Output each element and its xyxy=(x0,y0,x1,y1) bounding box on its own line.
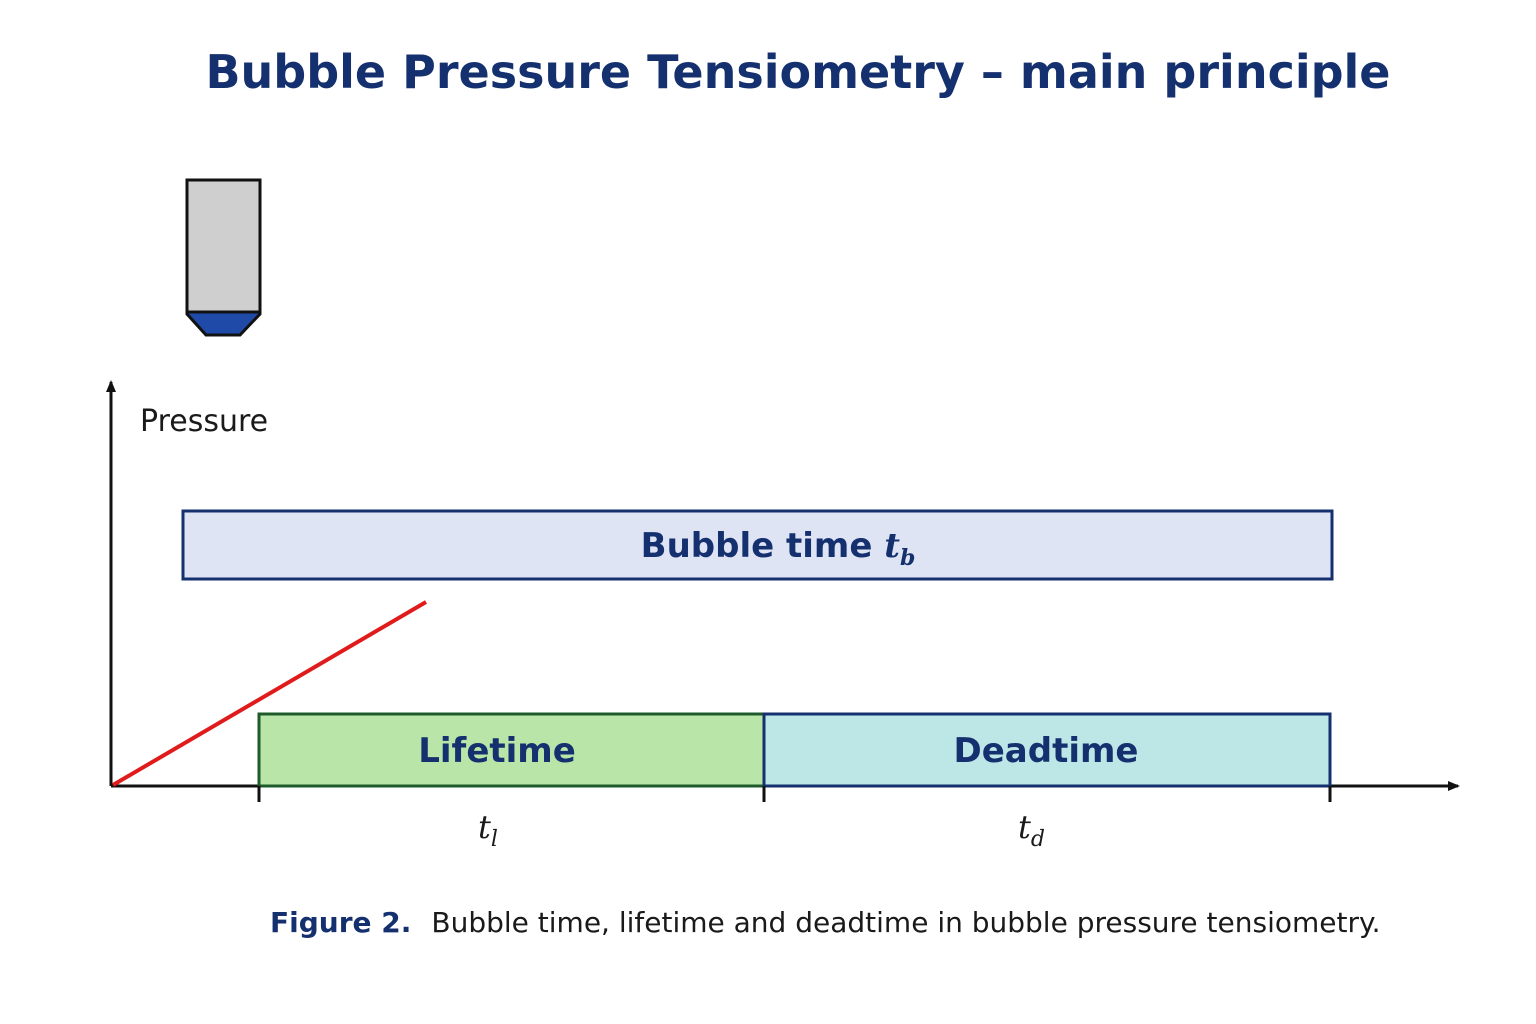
lifetime-tick-label: tl xyxy=(478,808,498,852)
deadtime-bar xyxy=(762,712,1332,788)
deadtime-tick-label: td xyxy=(1018,808,1045,852)
page-title: Bubble Pressure Tensiometry – main princ… xyxy=(206,45,1391,99)
capillary-icon xyxy=(185,178,262,337)
lifetime-bar xyxy=(257,712,766,788)
bubble-time-label: Bubble time tb xyxy=(641,526,916,571)
deadtime-label: Deadtime xyxy=(954,731,1139,771)
bubble-time-bar xyxy=(181,509,1334,581)
capillary-body xyxy=(185,178,262,314)
pressure-line xyxy=(111,600,428,787)
y-axis-label: Pressure xyxy=(140,404,268,439)
caption-text: Bubble time, lifetime and deadtime in bu… xyxy=(431,906,1380,939)
lifetime-label: Lifetime xyxy=(418,731,576,771)
figure-caption: Figure 2. Bubble time, lifetime and deadt… xyxy=(270,906,1380,939)
caption-lead: Figure 2. xyxy=(270,906,411,939)
capillary-tip xyxy=(185,310,262,337)
